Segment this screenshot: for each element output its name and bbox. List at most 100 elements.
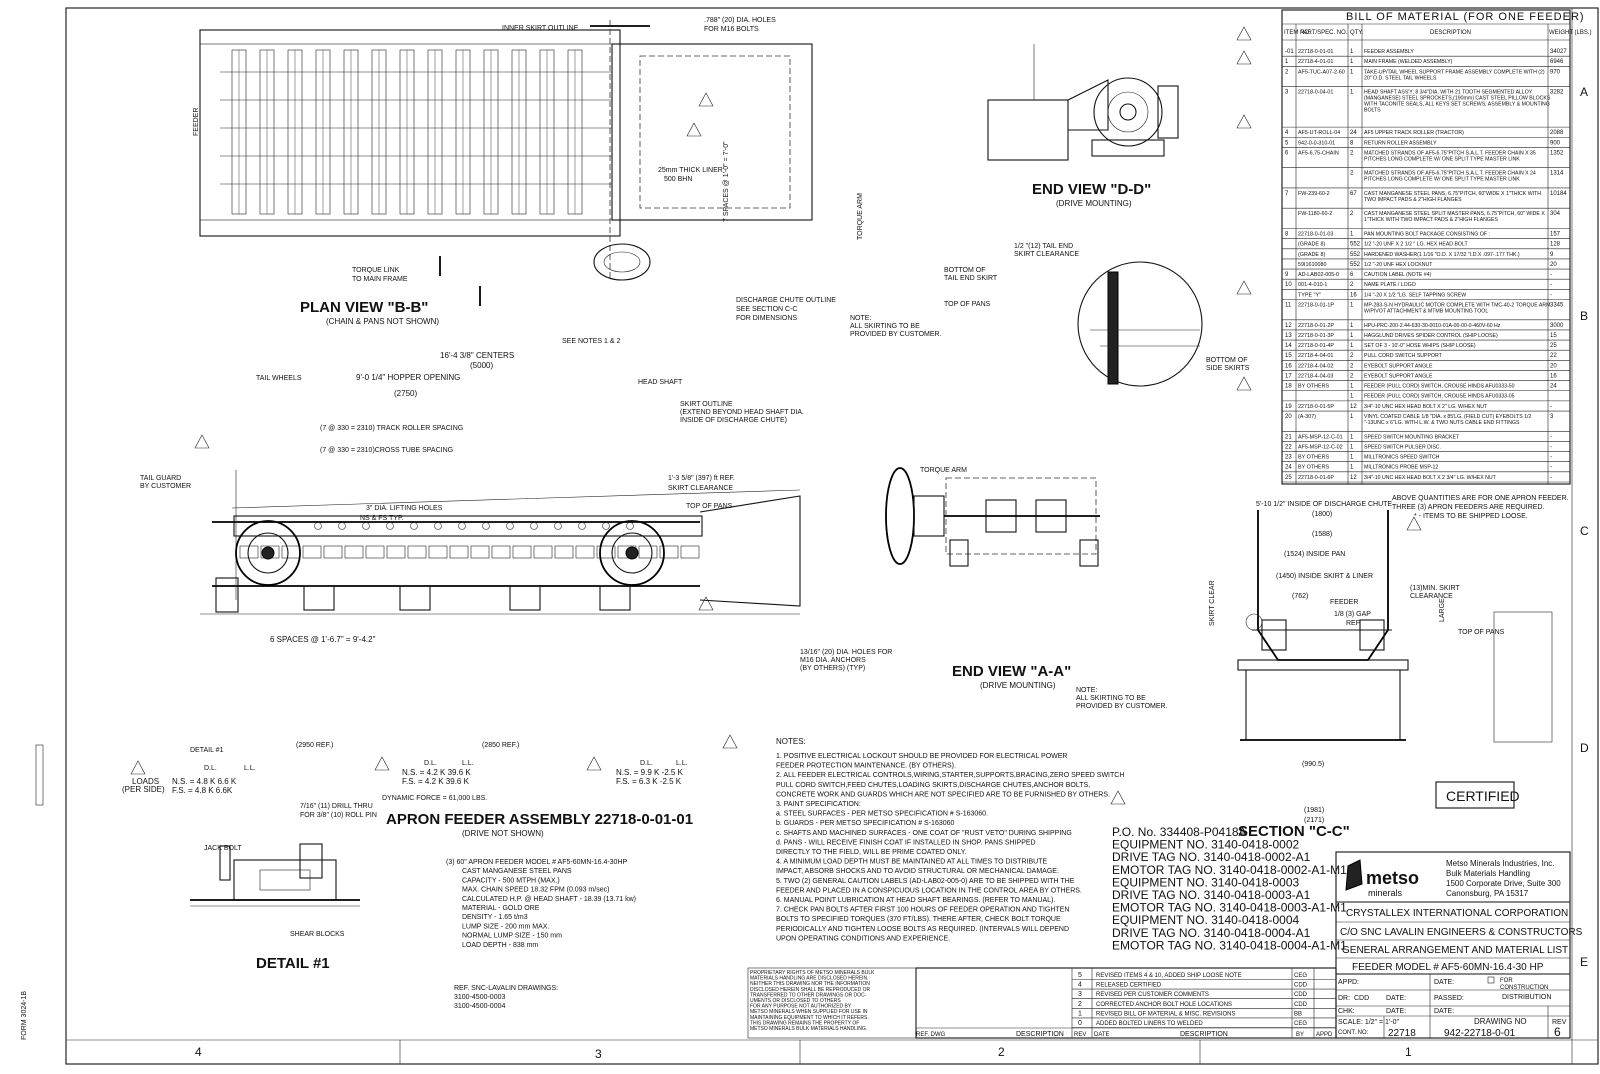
- note-line: 3. PAINT SPECIFICATION:: [776, 801, 861, 808]
- svg-text:16'-4 3/8" CENTERS: 16'-4 3/8" CENTERS: [440, 351, 514, 360]
- svg-text:552: 552: [1350, 262, 1361, 268]
- svg-text:FEEDER: FEEDER: [193, 108, 200, 136]
- svg-text:(CHAIN & PANS NOT SHOWN): (CHAIN & PANS NOT SHOWN): [326, 317, 439, 326]
- svg-text:128: 128: [1550, 242, 1561, 248]
- note-line: a. STEEL SURFACES - PER METSO SPECIFICAT…: [776, 811, 988, 818]
- revision-markers: [130, 26, 1422, 805]
- spec-block: (3) 60" APRON FEEDER MODEL # AF5-60MN-16…: [446, 859, 636, 949]
- svg-text:DATE: DATE: [1094, 1032, 1110, 1038]
- spec-line: NORMAL LUMP SIZE - 150 mm: [462, 933, 562, 940]
- svg-text:DESCRIPTION: DESCRIPTION: [1180, 1031, 1228, 1038]
- svg-text:-: -: [1550, 272, 1552, 278]
- svg-text:13/16" (20) DIA. HOLES FOR: 13/16" (20) DIA. HOLES FOR: [800, 649, 892, 656]
- rev-by: CDD: [1294, 983, 1308, 989]
- svg-text:DESCRIPTION: DESCRIPTION: [1430, 30, 1471, 36]
- svg-text:Bulk Materials Handling: Bulk Materials Handling: [1446, 869, 1530, 878]
- svg-text:CAST MANGANESE STEEL SPLIT MAS: CAST MANGANESE STEEL SPLIT MASTER PANS, …: [1364, 211, 1545, 217]
- svg-text:-: -: [1550, 475, 1552, 481]
- svg-text:(EXTEND BEYOND HEAD SHAFT DIA.: (EXTEND BEYOND HEAD SHAFT DIA.: [680, 409, 804, 416]
- skirt-detail-circle: 1/2 "(12) TAIL END SKIRT CLEARANCE BOTTO…: [944, 243, 1250, 387]
- svg-text:(1981): (1981): [1304, 807, 1324, 814]
- svg-text:34027: 34027: [1550, 49, 1567, 55]
- svg-text:APPD: APPD: [1316, 1032, 1333, 1038]
- svg-text:SKIRT CLEAR: SKIRT CLEAR: [1209, 580, 1216, 626]
- note-line: c. SHAFTS AND MACHINED SURFACES - ONE CO…: [776, 830, 1072, 837]
- svg-text:CRYSTALLEX INTERNATIONAL CORPO: CRYSTALLEX INTERNATIONAL CORPORATION: [1346, 908, 1568, 919]
- spec-line: DENSITY - 1.65 t/m3: [462, 914, 528, 921]
- svg-text:1/2 "-20 UNF HEX LOCKNUT: 1/2 "-20 UNF HEX LOCKNUT: [1364, 262, 1433, 268]
- svg-text:CDD: CDD: [1354, 995, 1369, 1002]
- svg-text:4: 4: [195, 1045, 202, 1059]
- svg-text:1: 1: [1350, 323, 1354, 329]
- svg-text:1/8 (3) GAP: 1/8 (3) GAP: [1334, 611, 1371, 618]
- svg-text:BY: BY: [1296, 1032, 1304, 1038]
- spec-line: CAPACITY - 500 MTPH (MAX.): [462, 877, 560, 884]
- svg-text:22718-0-04-01: 22718-0-04-01: [1298, 90, 1333, 96]
- svg-text:FW-1180-60-2: FW-1180-60-2: [1298, 211, 1332, 217]
- detail-1-title: DETAIL #1: [256, 955, 330, 972]
- svg-text:24: 24: [1285, 465, 1292, 471]
- svg-text:CONT. NO:: CONT. NO:: [1338, 1030, 1369, 1036]
- svg-text:DISCHARGE CHUTE OUTLINE: DISCHARGE CHUTE OUTLINE: [736, 297, 836, 304]
- attached-label: [1493, 611, 1553, 743]
- loads-table: D.L. L.L. LOADS (PER SIDE) N.S. = 4.8 K …: [122, 760, 688, 795]
- svg-text:B: B: [1580, 309, 1588, 323]
- svg-text:MP-283-S-N HYDRAULIC MOTOR COM: MP-283-S-N HYDRAULIC MOTOR COMPLETE WITH…: [1364, 302, 1550, 308]
- svg-text:-: -: [1550, 292, 1552, 298]
- svg-text:CONSTRUCTION: CONSTRUCTION: [1500, 985, 1548, 991]
- proprietary-line: THIS DRAWING REMAINS THE PROPERTY OF: [750, 1020, 859, 1026]
- rev-by: CDD: [1294, 1002, 1308, 1008]
- svg-text:E: E: [1580, 955, 1588, 969]
- svg-text:6: 6: [1350, 272, 1354, 278]
- svg-text:3: 3: [1285, 90, 1289, 96]
- svg-text:22718-0-01-5P: 22718-0-01-5P: [1298, 404, 1334, 410]
- notes-title: NOTES:: [776, 737, 806, 746]
- svg-text:22718-4-04-03: 22718-4-04-03: [1298, 373, 1333, 379]
- svg-text:3" DIA. LIFTING HOLES: 3" DIA. LIFTING HOLES: [366, 505, 443, 512]
- svg-text:TOP OF PANS: TOP OF PANS: [1458, 629, 1505, 636]
- spec-line: (3) 60" APRON FEEDER MODEL # AF5-60MN-16…: [446, 859, 628, 866]
- svg-text:Canonsburg, PA 15317: Canonsburg, PA 15317: [1446, 889, 1529, 898]
- rev-description: REVISED PER CUSTOMER COMMENTS: [1096, 992, 1209, 998]
- title-block: metso minerals Metso Minerals Industries…: [1335, 851, 1583, 1039]
- svg-text:2088: 2088: [1550, 130, 1564, 136]
- svg-text:1/2 "(12) TAIL END: 1/2 "(12) TAIL END: [1014, 243, 1073, 250]
- metso-logo: metso minerals: [1345, 859, 1419, 898]
- svg-text:AD-LAB02-005-0: AD-LAB02-005-0: [1298, 272, 1339, 278]
- svg-text:6: 6: [1285, 150, 1289, 156]
- po-line: EQUIPMENT NO. 3140-0418-0002: [1112, 838, 1300, 852]
- svg-text:AF5 UPPER TRACK ROLLER (TRACTO: AF5 UPPER TRACK ROLLER (TRACTOR): [1364, 130, 1464, 136]
- svg-text:942-22718-0-01: 942-22718-0-01: [1444, 1028, 1516, 1039]
- svg-text:942-0-0-310-01: 942-0-0-310-01: [1298, 140, 1335, 146]
- note-line: IMPACT, ABSORB SHOCKS AND TO AVOID STRUC…: [776, 868, 1059, 875]
- svg-text:10184: 10184: [1550, 191, 1567, 197]
- svg-text:(MANGANESE) STEEL SPROCKETS,(1: (MANGANESE) STEEL SPROCKETS,(190mm) CAST…: [1364, 96, 1551, 102]
- rev-description: REVISED BILL OF MATERIAL & MISC. REVISIO…: [1096, 1011, 1235, 1017]
- note-line: DIRECTLY TO THE FIELD, WILL BE PRIME COA…: [776, 849, 967, 856]
- svg-text:(DRIVE MOUNTING): (DRIVE MOUNTING): [980, 681, 1056, 690]
- svg-text:D.L.: D.L.: [204, 765, 217, 772]
- svg-text:TAIL WHEELS: TAIL WHEELS: [256, 375, 302, 382]
- svg-text:BY OTHERS: BY OTHERS: [1298, 455, 1329, 461]
- notes-block: 1. POSITIVE ELECTRICAL LOCKOUT SHOULD BE…: [776, 753, 1124, 942]
- svg-text:500 BHN: 500 BHN: [664, 176, 692, 183]
- svg-text:24: 24: [1350, 130, 1357, 136]
- svg-text:W/PIVOT ATTACHMENT & MTMB MOUN: W/PIVOT ATTACHMENT & MTMB MOUNTING TOOL: [1364, 308, 1488, 314]
- svg-text:11: 11: [1285, 302, 1292, 308]
- assembly-view: 16'-4 3/8" CENTERS (5000) TAIL WHEELS 9'…: [140, 351, 892, 838]
- svg-text:DETAIL #1: DETAIL #1: [190, 747, 224, 754]
